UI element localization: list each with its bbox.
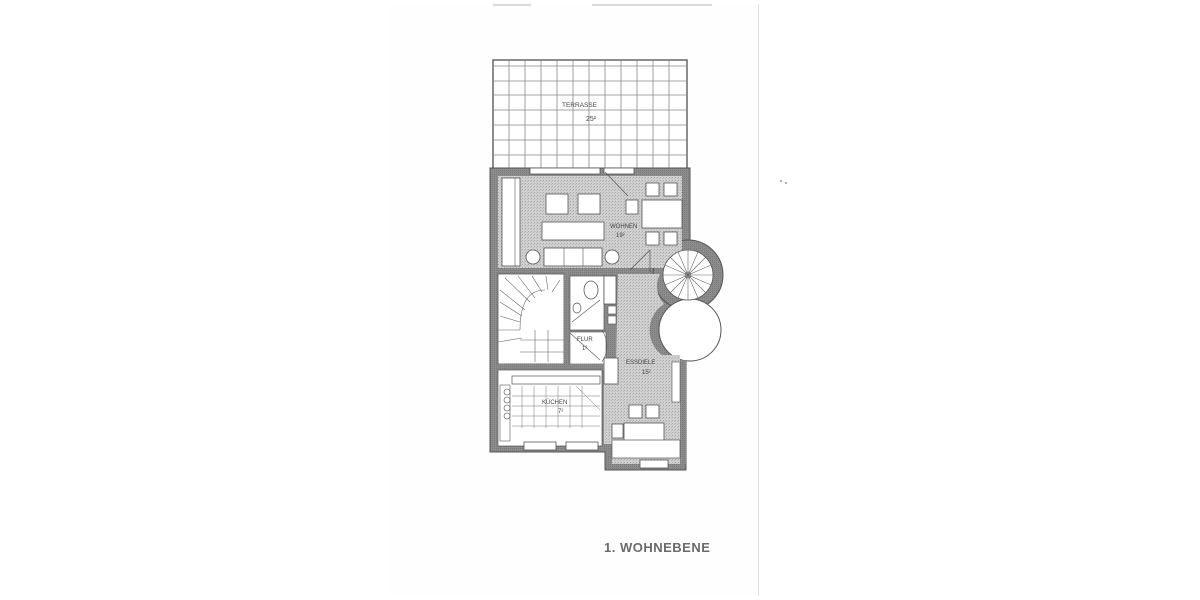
room-wc-hall: FLUR 1² (564, 274, 617, 366)
floor-level-caption: 1. WOHNEBENE (604, 540, 711, 555)
interior-wall (498, 268, 618, 274)
living-label: WOHNEN (610, 224, 637, 230)
scan-artifact (493, 4, 531, 6)
scan-artifact (592, 4, 712, 6)
spiral-staircase (629, 249, 714, 301)
hall-label: FLUR (577, 337, 593, 343)
scan-speck (780, 180, 782, 182)
scan-speck (785, 182, 787, 184)
room-kitchen: KÜCHEN 7² (497, 369, 603, 451)
living-area: 19² (616, 233, 625, 239)
dining-label: ESSDIELE (626, 360, 655, 366)
room-dining: ESSDIELE 15² (603, 274, 686, 469)
dining-area: 15² (642, 370, 651, 376)
kitchen-area: 7² (558, 409, 563, 415)
room-living: WOHNEN 19² (498, 167, 683, 268)
terrace: TERRASSE 25² (492, 59, 688, 171)
staircase (497, 273, 565, 365)
kitchen-label: KÜCHEN (542, 399, 567, 406)
hall-area: 1² (582, 346, 587, 352)
interior-wall (498, 364, 604, 370)
terrace-area: 25² (586, 116, 597, 123)
terrace-label: TERRASSE (562, 102, 598, 109)
